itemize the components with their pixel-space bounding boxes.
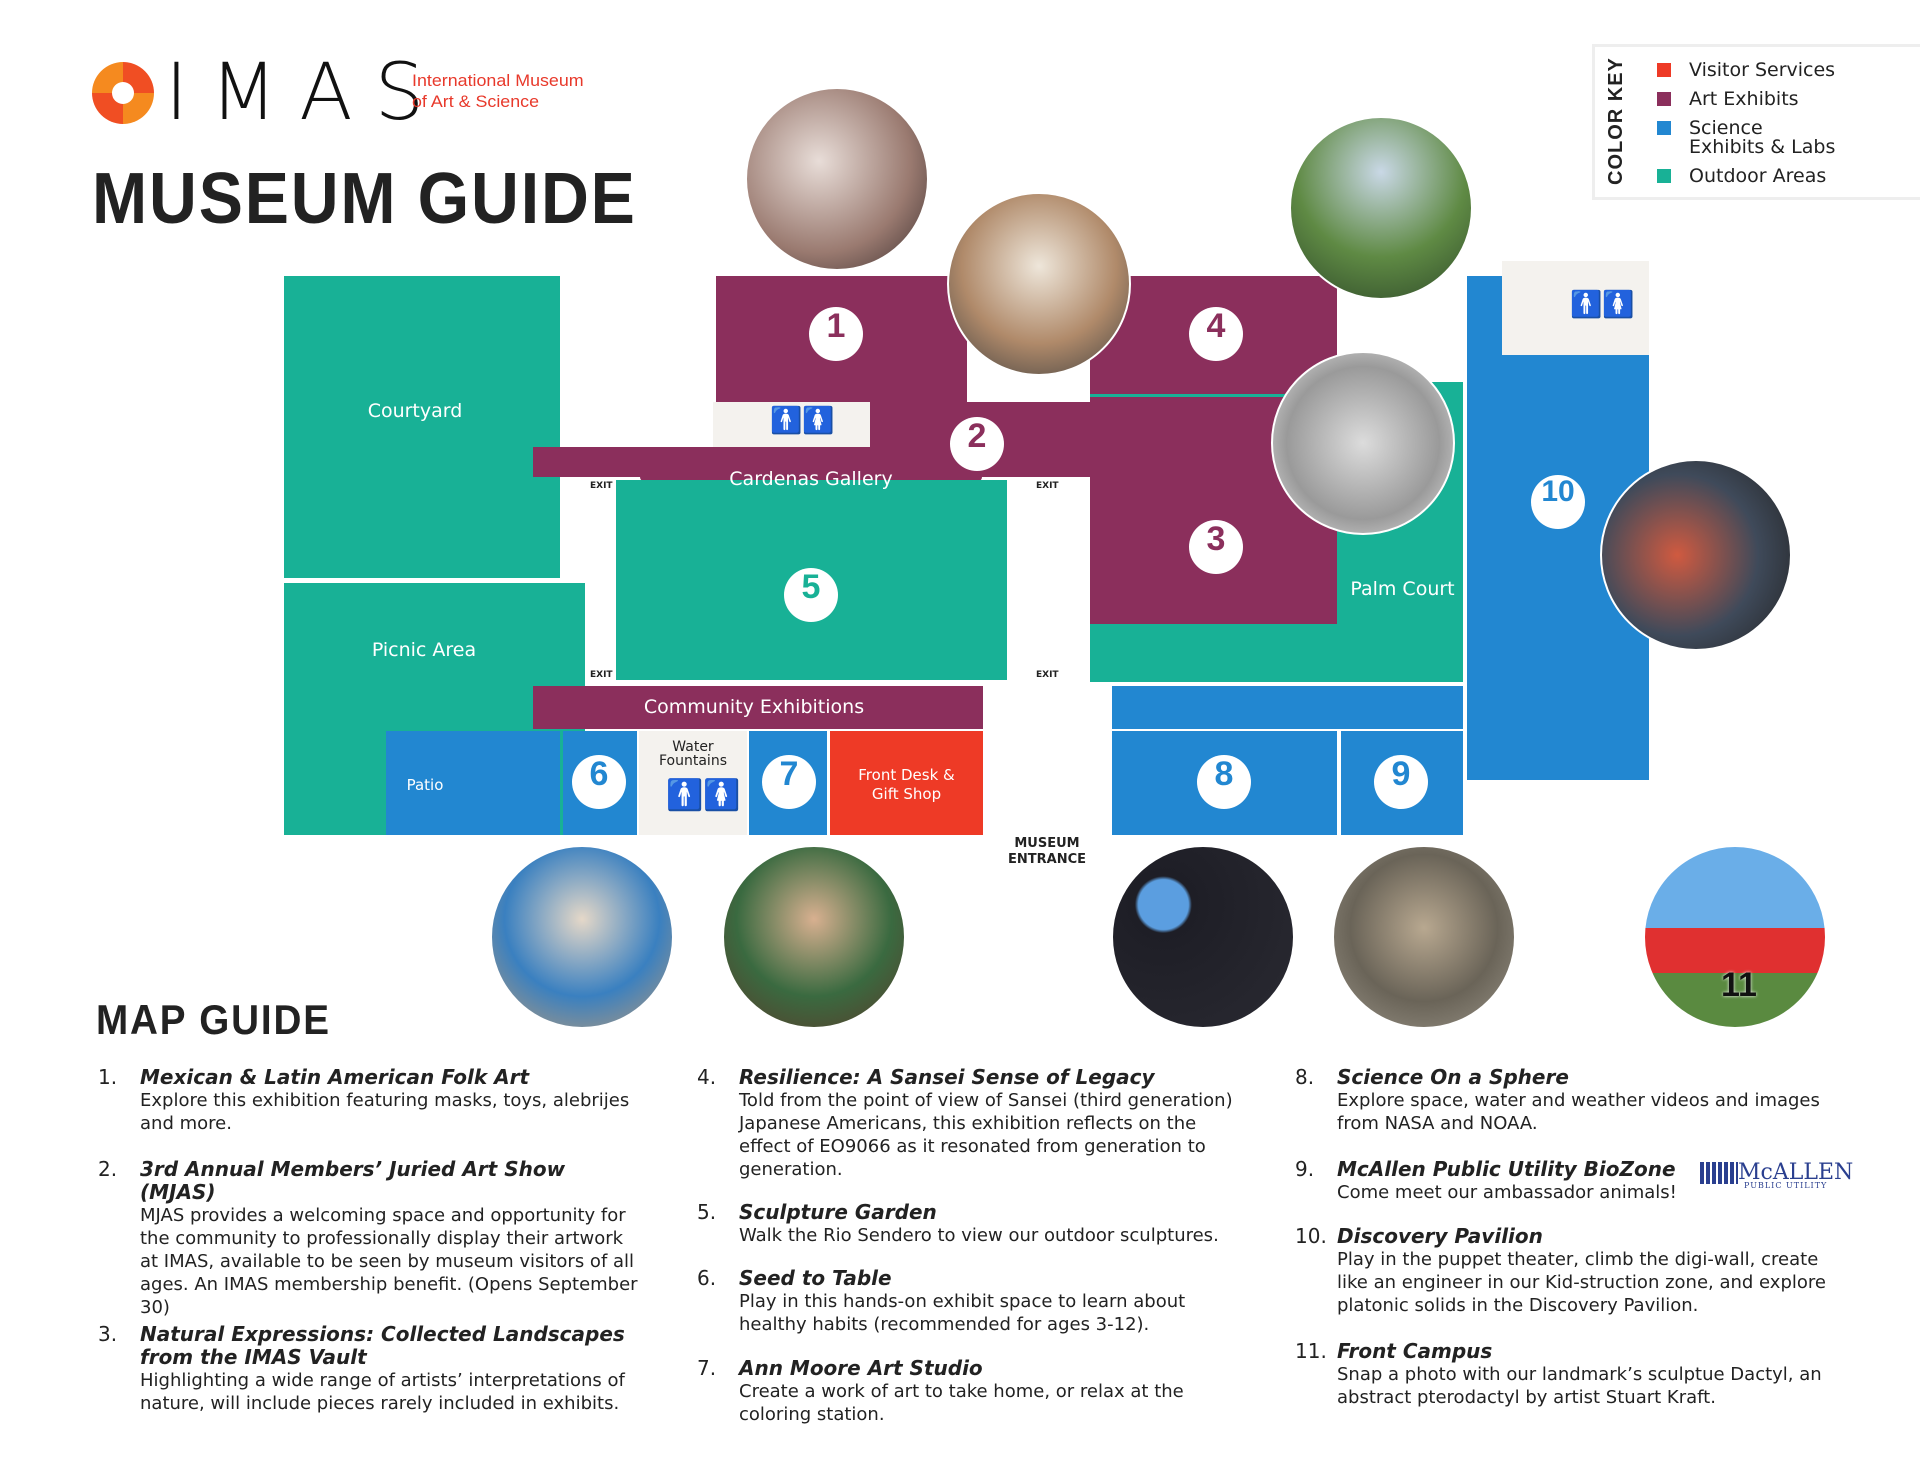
badge-1[interactable]: 1 xyxy=(809,307,863,361)
water-fountains xyxy=(639,731,747,835)
badge-10[interactable]: 10 xyxy=(1531,475,1585,529)
badge-5[interactable]: 5 xyxy=(784,568,838,622)
label-front-desk: Front Desk & Gift Shop xyxy=(858,766,955,803)
imas-logo-icon xyxy=(92,62,154,124)
room-patio[interactable] xyxy=(386,731,560,835)
color-key-title: COLOR KEY xyxy=(1605,57,1627,185)
restroom-1 xyxy=(713,402,870,447)
logo-subtitle: International Museum of Art & Science xyxy=(412,71,584,111)
photo-folk-art xyxy=(745,87,929,271)
label-patio: Patio xyxy=(406,776,444,794)
photo-biozone xyxy=(1332,845,1516,1029)
color-key: COLOR KEY Visitor Services Art Exhibits … xyxy=(1592,44,1920,200)
exit-label: EXIT xyxy=(590,481,613,491)
swatch-icon xyxy=(1657,169,1671,183)
photo-front-campus xyxy=(1643,845,1827,1029)
label-cardenas: Cardenas Gallery xyxy=(729,468,893,490)
label-community: Community Exhibitions xyxy=(643,696,865,718)
badge-7[interactable]: 7 xyxy=(762,755,816,809)
room-community-exhibitions[interactable] xyxy=(533,686,983,729)
restroom-icon: 🚹🚺 xyxy=(666,778,741,813)
map-guide-title: MAP GUIDE xyxy=(96,996,331,1043)
photo-science-sphere xyxy=(1111,845,1295,1029)
science-hall xyxy=(1112,686,1463,729)
badge-3[interactable]: 3 xyxy=(1189,520,1243,574)
photo-sansei xyxy=(1271,351,1455,535)
label-courtyard: Courtyard xyxy=(367,400,463,422)
photo-art-studio xyxy=(722,845,906,1029)
badge-6[interactable]: 6 xyxy=(572,755,626,809)
restroom-icon: 🚹🚺 xyxy=(1570,290,1635,320)
label-water-fountains: Water Fountains xyxy=(659,739,727,769)
exit-label: EXIT xyxy=(1036,481,1059,491)
page-title: MUSEUM GUIDE xyxy=(92,159,637,239)
mcallen-logo-icon xyxy=(1700,1162,1738,1184)
guide-item-3: 3.Natural Expressions: Collected Landsca… xyxy=(98,1322,625,1415)
swatch-icon xyxy=(1657,92,1671,106)
exit-label: EXIT xyxy=(590,670,613,680)
photo-juried-show xyxy=(947,192,1131,376)
badge-9[interactable]: 9 xyxy=(1374,755,1428,809)
photo-landscapes xyxy=(1289,116,1473,300)
restroom-10 xyxy=(1502,261,1649,355)
swatch-icon xyxy=(1657,63,1671,77)
label-picnic: Picnic Area xyxy=(371,639,477,661)
swatch-icon xyxy=(1657,121,1671,135)
badge-2[interactable]: 2 xyxy=(950,417,1004,471)
badge-8[interactable]: 8 xyxy=(1197,755,1251,809)
guide-item-2: 2.3rd Annual Members’ Juried Art Show (M… xyxy=(98,1157,638,1319)
badge-4[interactable]: 4 xyxy=(1189,307,1243,361)
room-front-desk[interactable] xyxy=(830,731,983,835)
badge-11[interactable]: 11 xyxy=(1721,966,1757,1004)
label-museum-entrance: MUSEUM ENTRANCE xyxy=(1008,836,1086,867)
logo-text: IMAS xyxy=(165,48,447,138)
room-courtyard[interactable] xyxy=(284,276,560,578)
exit-label: EXIT xyxy=(1036,670,1059,680)
photo-discovery-pavilion xyxy=(1600,459,1792,651)
restroom-icon: 🚹🚺 xyxy=(770,406,835,436)
photo-seed-to-table xyxy=(490,845,674,1029)
label-palm-court: Palm Court xyxy=(1350,578,1455,600)
